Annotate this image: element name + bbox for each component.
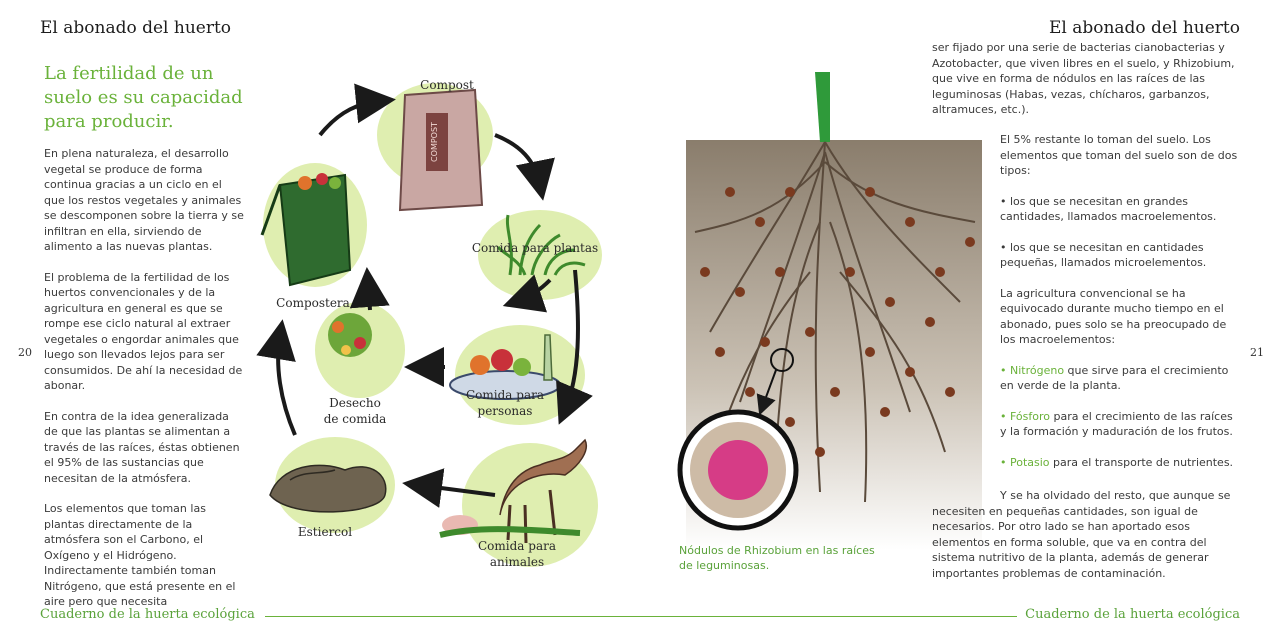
- phosphorus-item: • Fósforo para el crecimiento de las raí…: [1000, 409, 1240, 440]
- label-manure: Estiercol: [297, 525, 353, 539]
- left-paragraph: En plena naturaleza, el desarrollo veget…: [44, 147, 244, 253]
- right-paragraph: La agricultura convencional se ha equivo…: [1000, 286, 1227, 347]
- right-closing-paragraph: Y se ha olvidado del resto, que aunque s…: [932, 489, 1231, 580]
- right-text-column: El 5% restante lo toman del suelo. Los e…: [1000, 132, 1240, 485]
- arrow-compost-to-plants: [494, 133, 555, 201]
- composter-icon: [260, 173, 352, 287]
- right-paragraph: El 5% restante lo toman del suelo. Los e…: [1000, 133, 1238, 177]
- zoom-marker: [770, 348, 794, 372]
- compost-bag-icon: COMPOST: [398, 88, 484, 212]
- nitrogen-text: que sirve para el crecimiento en verde d…: [1000, 363, 1229, 393]
- plant-stem: [815, 72, 830, 142]
- manure-icon: [269, 464, 387, 513]
- food-waste-icon: [328, 313, 372, 357]
- left-paragraph: Los elementos que toman las plantas dire…: [44, 502, 236, 608]
- phosphorus-text: para el crecimiento de las raíces y la f…: [1000, 409, 1233, 439]
- potassium-item: • Potasio para el transporte de nutrient…: [1000, 455, 1240, 471]
- header-right: El abonado del huerto: [1048, 18, 1240, 38]
- arrow-plants-to-people: [502, 274, 552, 313]
- root-nodules: [700, 187, 975, 457]
- footer-divider: [265, 616, 1017, 617]
- label-people-food: Comida para personas: [450, 387, 560, 419]
- plants-icon: [496, 214, 586, 276]
- nitrogen-item: • Nitrógeno que sirve para el crecimient…: [1000, 363, 1240, 394]
- arrow-manure-to-composter: [256, 319, 297, 436]
- roots-illustration: [677, 72, 982, 550]
- page-number-left: 20: [18, 346, 32, 359]
- left-paragraph: El problema de la fertilidad de los huer…: [44, 270, 243, 393]
- left-paragraph: En contra de la idea generalizada de que…: [44, 409, 240, 485]
- bag-label: COMPOST: [430, 122, 439, 162]
- page-number-right: 21: [1250, 346, 1264, 359]
- label-compost: Compost: [420, 78, 474, 92]
- arrow-composter-to-compost: [318, 83, 396, 137]
- people-food-icon: [449, 334, 561, 400]
- footer-left: Cuaderno de la huerta ecológica: [40, 607, 255, 622]
- phosphorus-term: • Fósforo: [1000, 409, 1050, 423]
- page-title: La fertilidad de un suelo es su capacida…: [44, 63, 243, 132]
- composting-cycle-diagram: COMPOST: [256, 83, 602, 567]
- label-animal-food-line1: Comida para: [478, 539, 556, 553]
- label-people-food-line2: personas: [477, 404, 533, 418]
- label-food-waste-line2: de comida: [323, 412, 387, 426]
- arrow-animals-to-manure: [402, 468, 496, 508]
- label-people-food-line1: Comida para: [466, 388, 544, 402]
- left-text-column: En plena naturaleza, el desarrollo veget…: [44, 146, 244, 625]
- label-food-waste: Desecho de comida: [305, 395, 405, 427]
- figure-caption: Nódulos de Rhizobium en las raíces de le…: [679, 544, 875, 572]
- animal-icon: [439, 438, 587, 544]
- label-animal-food-line2: animales: [489, 555, 545, 569]
- arrow-plants-to-animals: [556, 269, 593, 425]
- footer-right: Cuaderno de la huerta ecológica: [1025, 607, 1240, 622]
- header-left: El abonado del huerto: [40, 18, 232, 38]
- right-bullet: • los que se necesitan en grandes cantid…: [1000, 194, 1217, 224]
- label-composter: Compostera: [276, 296, 350, 310]
- right-bullet: • los que se necesitan en cantidades peq…: [1000, 240, 1207, 270]
- potassium-term: • Potasio: [1000, 455, 1050, 469]
- potassium-text: para el transporte de nutrientes.: [1049, 455, 1234, 469]
- arrow-waste-to-composter: [349, 267, 390, 311]
- label-plants-food: Comida para plantas: [471, 241, 599, 255]
- label-animal-food: Comida para animales: [462, 538, 572, 570]
- nodule-zoom-icon: [677, 409, 799, 531]
- right-intro: ser fijado por una serie de bacterias ci…: [932, 41, 1235, 116]
- nitrogen-term: • Nitrógeno: [1000, 363, 1065, 377]
- label-food-waste-line1: Desecho: [329, 396, 381, 410]
